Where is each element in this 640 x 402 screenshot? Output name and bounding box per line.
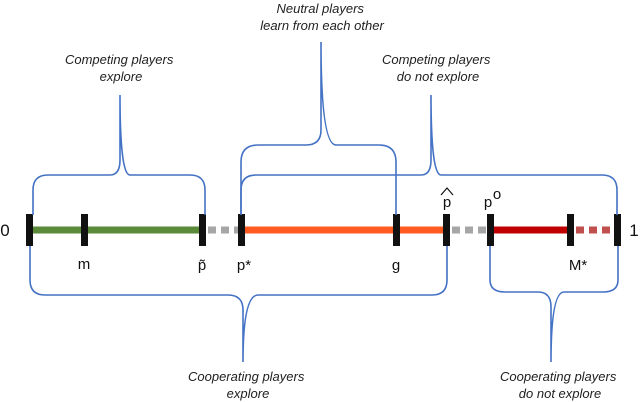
- tick-p-hat: [443, 214, 450, 246]
- annotation-cooperating-explore: Cooperating players explore: [188, 369, 308, 401]
- label-M-star: M*: [569, 257, 587, 274]
- annotation-competing-explore: Competing players explore: [65, 52, 177, 84]
- brace-competing-not-explore: [240, 94, 618, 215]
- tick-one: [614, 214, 621, 246]
- tick-p-star: [238, 214, 245, 246]
- tick-zero: [26, 214, 33, 246]
- label-p-tilde: p̃: [198, 257, 206, 274]
- label-zero: 0: [0, 221, 9, 240]
- tick-p-tilde: [199, 214, 206, 246]
- brace-cooperating-not-explore: [489, 246, 619, 363]
- tick-M-star: [567, 214, 574, 246]
- label-p-hat: p: [443, 194, 451, 211]
- tick-g: [393, 214, 400, 246]
- brace-cooperating-explore: [29, 246, 448, 363]
- label-p-star: p*: [237, 257, 251, 274]
- label-one: 1: [629, 221, 638, 240]
- brace-competing-explore: [32, 94, 206, 215]
- tick-m: [81, 214, 88, 246]
- label-p-o: p: [484, 194, 492, 211]
- tick-p-o: [487, 214, 494, 246]
- hat-symbol: [440, 187, 454, 196]
- annotation-cooperating-not-explore: Cooperating players do not explore: [500, 369, 620, 401]
- annotation-competing-not-explore: Competing players do not explore: [382, 52, 494, 84]
- label-m: m: [78, 256, 91, 273]
- brace-neutral: [240, 41, 397, 215]
- annotation-neutral: Neutral players learn from each other: [260, 1, 384, 33]
- label-g: g: [392, 257, 400, 274]
- label-p-o-superscript: o: [493, 186, 501, 203]
